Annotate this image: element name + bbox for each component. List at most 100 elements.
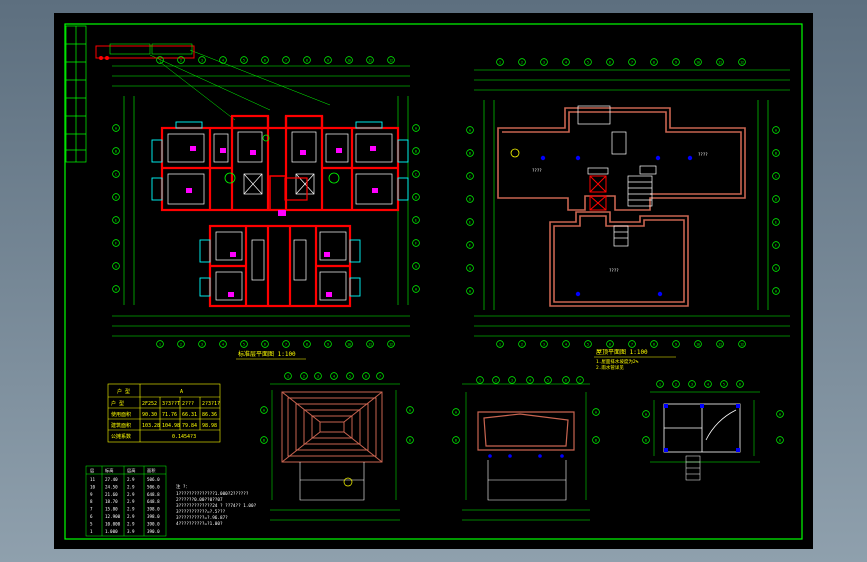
grid-bubble-detail2-side-label: B <box>455 438 457 442</box>
grid-bubble-top-left <box>240 56 248 64</box>
grid-bubble-bottom-left <box>345 340 353 348</box>
grid-bubble-side-right2 <box>772 149 780 157</box>
grid-bubble-side-right <box>466 195 474 203</box>
grid-bubble-bottom-right-label: 6 <box>609 342 611 346</box>
grid-bubble-detail3 <box>688 380 696 388</box>
grid-bubble-top-right <box>738 58 746 66</box>
grid-bubble-top-left <box>366 56 374 64</box>
svg-text:104.98: 104.98 <box>162 423 180 429</box>
grid-bubble-top-left-label: 6 <box>264 58 266 62</box>
grid-bubble-side-right <box>466 149 474 157</box>
grid-bubble-bottom-right <box>562 340 570 348</box>
grid-bubble-top-left <box>387 56 395 64</box>
grid-bubble-bottom-right-label: 8 <box>653 342 655 346</box>
grid-bubble-detail2-side-label: B <box>595 438 597 442</box>
grid-bubble-bottom-left-label: 3 <box>201 342 203 346</box>
grid-bubble-top-left <box>156 56 164 64</box>
grid-bubble-top-left-label: 2 <box>180 58 182 62</box>
svg-text:66.31: 66.31 <box>182 412 197 418</box>
floor-table-cell: 10.000 <box>105 521 121 526</box>
svg-text:79.84: 79.84 <box>182 423 197 429</box>
stair-detail[interactable] <box>650 391 760 481</box>
grid-bubble-bottom-right-label: 12 <box>740 342 744 346</box>
floor-table-cell: 11 <box>90 477 96 482</box>
grid-bubble-bottom-left <box>219 340 227 348</box>
grid-bubble-side-left2 <box>412 262 420 270</box>
floor-table-cell: 648.8 <box>147 492 160 497</box>
grid-bubble-bottom-left <box>387 340 395 348</box>
grid-bubble-side-left2 <box>412 239 420 247</box>
roof-detail-1[interactable] <box>270 383 400 521</box>
grid-bubble-detail1-label: 5 <box>349 374 351 378</box>
grid-bubble-side-right-label: F <box>469 243 471 247</box>
grid-bubble-bottom-right <box>606 340 614 348</box>
area-table[interactable] <box>107 383 221 443</box>
grid-bubble-side-right-label: A <box>469 128 471 132</box>
grid-bubble-top-right-label: 2 <box>521 60 523 64</box>
grid-bubble-side-left-label: H <box>115 287 117 291</box>
roof-note-2: 2.雨水管详见 <box>596 364 624 371</box>
grid-bubble-top-left-label: 8 <box>306 58 308 62</box>
grid-bubble-top-right-label: 7 <box>631 60 633 64</box>
floor-table-cell: 9 <box>90 492 93 497</box>
grid-bubble-detail2-side-label: A <box>595 410 597 414</box>
grid-bubble-side-left2-label: E <box>415 218 417 222</box>
svg-text:98.98: 98.98 <box>202 423 217 429</box>
grid-bubble-side-right2-label: E <box>775 220 777 224</box>
svg-text:注 ?：: 注 ?： <box>176 483 190 490</box>
grid-bubble-top-left-label: 12 <box>389 58 393 62</box>
grid-bubble-side-left <box>112 170 120 178</box>
floor-table-cell: 2.9 <box>127 477 135 482</box>
grid-bubble-side-right-label: B <box>469 151 471 155</box>
grid-bubble-detail1-label: 2 <box>303 374 305 378</box>
grid-bubble-detail2 <box>492 376 500 384</box>
grid-bubble-side-right-label: G <box>469 266 471 270</box>
floor-table[interactable] <box>85 465 167 537</box>
grid-bubble-detail1 <box>376 372 384 380</box>
grid-bubble-detail3-label: 1 <box>659 382 661 386</box>
grid-bubble-top-right <box>496 58 504 66</box>
floor-table-cell: 12.900 <box>105 514 121 519</box>
roof-plan-right[interactable]: ???? ???? ???? 屋顶平面图 1:100 1.屋面排水坡度为2% 2… <box>474 69 790 371</box>
svg-text:3??????????=?.96.87?: 3??????????=?.96.87? <box>176 515 228 521</box>
grid-bubble-top-left-label: 7 <box>285 58 287 62</box>
grid-bubble-detail2 <box>508 376 516 384</box>
grid-bubble-bottom-right <box>738 340 746 348</box>
grid-bubble-side-left2 <box>412 124 420 132</box>
grid-bubble-bottom-right <box>540 340 548 348</box>
roof-detail-2[interactable] <box>462 383 590 521</box>
floor-table-cell: 3.9 <box>127 529 135 534</box>
grid-bubble-detail1 <box>300 372 308 380</box>
grid-bubble-side-right2-label: A <box>775 128 777 132</box>
grid-bubble-side-right2 <box>772 195 780 203</box>
floor-plan-left[interactable]: 标准层平面图 1:100 <box>95 43 410 360</box>
grid-bubble-detail3 <box>672 380 680 388</box>
grid-bubble-top-right-label: 8 <box>653 60 655 64</box>
grid-bubble-side-left-label: G <box>115 264 117 268</box>
floor-table-cell: 7 <box>90 507 93 512</box>
grid-bubble-detail3 <box>704 380 712 388</box>
grid-bubble-side-left2 <box>412 170 420 178</box>
grid-bubble-top-right <box>584 58 592 66</box>
svg-text:90.30: 90.30 <box>142 412 157 418</box>
grid-bubble-detail1-side-label: A <box>409 408 411 412</box>
grid-bubble-detail1-label: 3 <box>317 374 319 378</box>
grid-bubble-detail1-side <box>260 406 268 414</box>
grid-bubble-detail2-side <box>592 436 600 444</box>
grid-bubble-side-left <box>112 239 120 247</box>
svg-text:86.36: 86.36 <box>202 412 217 418</box>
grid-bubble-side-right <box>466 241 474 249</box>
grid-bubble-detail3-side <box>776 410 784 418</box>
svg-text:使用面积: 使用面积 <box>111 411 131 418</box>
grid-bubble-detail1 <box>284 372 292 380</box>
grid-bubble-side-left2 <box>412 193 420 201</box>
grid-bubble-top-right-label: 4 <box>565 60 567 64</box>
grid-bubble-detail3-side <box>642 436 650 444</box>
svg-text:户 型: 户 型 <box>111 400 124 407</box>
grid-bubble-bottom-right-label: 5 <box>587 342 589 346</box>
grid-bubble-bottom-left <box>261 340 269 348</box>
grid-bubble-top-right-label: 12 <box>740 60 744 64</box>
grid-bubble-detail3 <box>656 380 664 388</box>
